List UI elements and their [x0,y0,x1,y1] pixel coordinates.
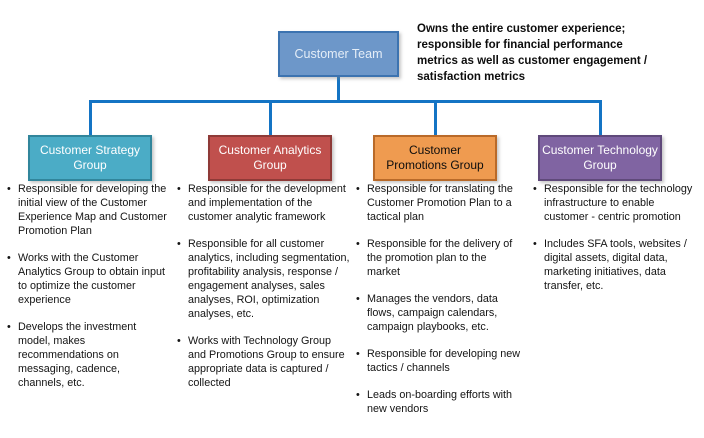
root-annotation: Owns the entire customer experience; res… [417,21,699,85]
group-bullets-customer-analytics: Responsible for the development and impl… [177,182,351,403]
connector-drop-promotions [434,100,437,135]
group-node-customer-promotions[interactable]: Customer Promotions Group [373,135,497,181]
group-node-label: Customer Technology Group [542,143,658,172]
bullet-item: Responsible for all customer analytics, … [177,237,351,321]
group-node-customer-strategy[interactable]: Customer Strategy Group [28,135,152,181]
root-node-label: Customer Team [294,47,383,61]
connector-drop-technology [599,100,602,135]
bullet-item: Responsible for developing the initial v… [7,182,168,238]
connector-root-stub [337,76,340,101]
group-bullets-customer-strategy: Responsible for developing the initial v… [7,182,168,403]
annotation-line: Owns the entire customer experience; [417,23,626,35]
connector-drop-strategy [89,100,92,135]
bullet-item: Responsible for the delivery of the prom… [356,237,522,279]
connector-drop-analytics [269,100,272,135]
group-bullets-customer-promotions: Responsible for translating the Customer… [356,182,522,429]
group-node-label: Customer Analytics Group [218,143,322,172]
bullet-item: Works with the Customer Analytics Group … [7,251,168,307]
group-node-label: Customer Strategy Group [39,143,141,172]
bullet-item: Responsible for translating the Customer… [356,182,522,224]
bullet-item: Responsible for developing new tactics /… [356,347,522,375]
bullet-item: Manages the vendors, data flows, campaig… [356,292,522,334]
bullet-item: Includes SFA tools, websites / digital a… [533,237,697,293]
bullet-item: Works with Technology Group and Promotio… [177,334,351,390]
root-node-customer-team[interactable]: Customer Team [278,31,399,77]
group-bullets-customer-technology: Responsible for the technology infrastru… [533,182,697,306]
bullet-item: Responsible for the technology infrastru… [533,182,697,224]
bullet-item: Responsible for the development and impl… [177,182,351,224]
group-node-customer-analytics[interactable]: Customer Analytics Group [208,135,332,181]
group-node-label: Customer Promotions Group [386,143,484,172]
group-node-customer-technology[interactable]: Customer Technology Group [538,135,662,181]
bullet-item: Leads on-boarding efforts with new vendo… [356,388,522,416]
annotation-line: satisfaction metrics [417,71,526,83]
bullet-item: Develops the investment model, makes rec… [7,320,168,390]
connector-horizontal [89,100,602,103]
annotation-line: responsible for financial performance [417,39,623,51]
annotation-line: metrics as well as customer engagement / [417,55,648,67]
